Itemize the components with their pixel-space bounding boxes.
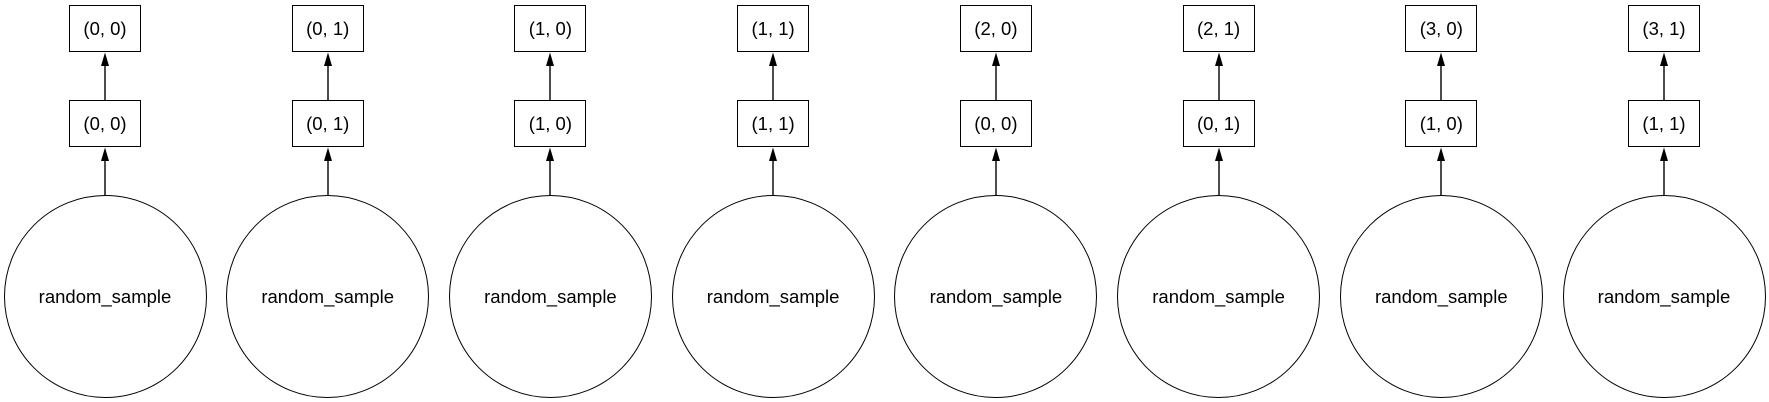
task-column-7: (3, 0) (1, 0) random_sample (1329, 0, 1553, 402)
arrow-up-icon (1437, 52, 1446, 100)
output-chunk-node: (3, 1) (1628, 5, 1700, 52)
task-column-8: (3, 1) (1, 1) random_sample (1552, 0, 1769, 402)
task-column-4: (1, 1) (1, 1) random_sample (661, 0, 885, 402)
intermediate-chunk-node: (1, 1) (1628, 100, 1700, 147)
task-column-3: (1, 0) (1, 0) random_sample (438, 0, 662, 402)
task-function-node: random_sample (3, 195, 207, 398)
task-column-6: (2, 1) (0, 1) random_sample (1107, 0, 1331, 402)
intermediate-chunk-node: (1, 0) (514, 100, 587, 147)
arrow-up-icon (769, 52, 778, 100)
task-function-node: random_sample (448, 195, 652, 398)
output-chunk-node: (0, 1) (291, 5, 364, 52)
intermediate-chunk-node: (0, 1) (1182, 100, 1255, 147)
arrow-up-icon (1660, 147, 1668, 195)
output-chunk-node: (2, 1) (1182, 5, 1255, 52)
task-function-node: random_sample (671, 195, 875, 398)
output-chunk-node: (0, 0) (69, 5, 141, 52)
output-chunk-node: (3, 0) (1405, 5, 1478, 52)
output-chunk-node: (1, 0) (514, 5, 587, 52)
arrow-up-icon (1437, 147, 1446, 195)
arrow-up-icon (546, 147, 555, 195)
arrow-up-icon (991, 147, 1000, 195)
output-chunk-node: (1, 1) (737, 5, 810, 52)
arrow-up-icon (101, 147, 109, 195)
intermediate-chunk-node: (0, 0) (959, 100, 1032, 147)
intermediate-chunk-node: (0, 1) (291, 100, 364, 147)
intermediate-chunk-node: (1, 0) (1405, 100, 1478, 147)
task-column-1: (0, 0) (0, 0) random_sample (0, 0, 217, 402)
intermediate-chunk-node: (0, 0) (69, 100, 141, 147)
arrow-up-icon (991, 52, 1000, 100)
task-column-5: (2, 0) (0, 0) random_sample (884, 0, 1108, 402)
output-chunk-node: (2, 0) (959, 5, 1032, 52)
arrow-up-icon (323, 52, 332, 100)
task-function-node: random_sample (894, 195, 1098, 398)
arrow-up-icon (546, 52, 555, 100)
arrow-up-icon (323, 147, 332, 195)
task-function-node: random_sample (1339, 195, 1543, 398)
task-function-node: random_sample (1117, 195, 1321, 398)
arrow-up-icon (1214, 52, 1223, 100)
intermediate-chunk-node: (1, 1) (737, 100, 810, 147)
arrow-up-icon (769, 147, 778, 195)
task-column-2: (0, 1) (0, 1) random_sample (216, 0, 440, 402)
task-function-node: random_sample (226, 195, 430, 398)
task-function-node: random_sample (1562, 195, 1766, 398)
arrow-up-icon (1660, 52, 1668, 100)
arrow-up-icon (1214, 147, 1223, 195)
arrow-up-icon (101, 52, 109, 100)
